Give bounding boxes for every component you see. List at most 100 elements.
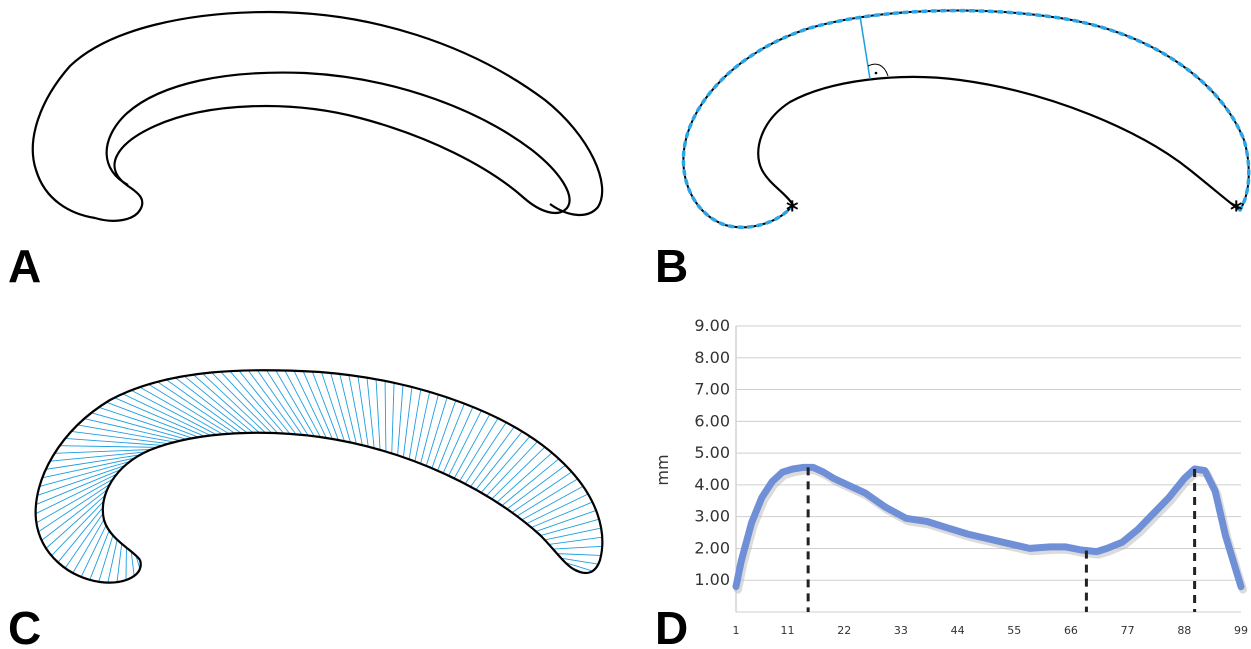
y-tick-label: 9.00 xyxy=(694,316,730,335)
outer-contour-points-b xyxy=(681,8,1251,230)
thickness-line xyxy=(106,401,199,438)
thickness-line xyxy=(475,431,523,490)
thickness-line xyxy=(437,403,465,471)
thickness-line xyxy=(526,493,589,525)
thickness-line xyxy=(453,414,491,479)
thickness-line xyxy=(256,369,303,436)
outer-contour-a xyxy=(31,10,604,222)
thickness-line xyxy=(54,449,152,454)
y-tick-label: 5.00 xyxy=(694,443,730,462)
thickness-line xyxy=(72,519,105,574)
y-tick-label: 6.00 xyxy=(694,411,730,430)
y-tick-label: 3.00 xyxy=(694,507,730,526)
y-tick-label: 7.00 xyxy=(694,380,730,399)
thickness-line xyxy=(321,371,345,442)
thickness-line xyxy=(480,436,531,494)
thickness-line xyxy=(42,457,136,479)
thickness-line xyxy=(391,382,395,454)
thickness-line xyxy=(45,495,106,549)
thickness-line xyxy=(486,441,538,497)
thickness-line xyxy=(65,437,163,446)
y-tick-label: 1.00 xyxy=(694,570,730,589)
thickness-line xyxy=(122,393,211,436)
endpoint-marker-right-b: * xyxy=(1230,196,1243,224)
thickness-line xyxy=(521,485,584,521)
panel-a: A xyxy=(8,10,604,292)
x-tick-label: 33 xyxy=(894,624,908,637)
thickness-line xyxy=(49,451,146,462)
thickness-line xyxy=(448,410,482,476)
thickness-line xyxy=(552,545,603,550)
thickness-line xyxy=(35,469,122,505)
thickness-line xyxy=(38,483,111,533)
thickness-line xyxy=(59,445,157,448)
outer-contour-c xyxy=(34,369,604,584)
y-axis-label: mm xyxy=(653,454,672,485)
thickness-line xyxy=(506,464,566,510)
right-angle-dot-b xyxy=(874,71,878,75)
thickness-line xyxy=(348,374,363,446)
thickness-line xyxy=(366,377,375,449)
thickness-line xyxy=(183,375,254,434)
thickness-line xyxy=(339,373,357,444)
endpoint-marker-left-b: * xyxy=(786,196,799,224)
thickness-line xyxy=(384,381,387,452)
thickness-line xyxy=(107,539,118,583)
thickness-line xyxy=(35,473,117,515)
thickness-line xyxy=(77,424,175,443)
thickness-line xyxy=(330,372,351,443)
panel-b: * * B xyxy=(655,8,1251,292)
thickness-line xyxy=(166,379,242,434)
thickness-line xyxy=(229,370,285,434)
thickness-line xyxy=(293,370,327,439)
thickness-line xyxy=(425,397,448,467)
thickness-line xyxy=(211,372,272,434)
panel-label-d: D xyxy=(655,602,688,649)
x-tick-label: 99 xyxy=(1234,624,1248,637)
thickness-line xyxy=(311,371,339,441)
thickness-line xyxy=(238,370,291,435)
thickness-line xyxy=(402,387,413,458)
x-tick-label: 55 xyxy=(1007,624,1021,637)
thickness-line xyxy=(565,562,593,572)
thickness-line xyxy=(39,461,131,487)
thickness-line xyxy=(148,383,230,435)
thickness-line xyxy=(130,551,135,577)
perpendicular-line-b xyxy=(859,15,871,80)
thickness-line xyxy=(41,489,108,541)
series-shadow xyxy=(734,466,1247,594)
inner-contour-c xyxy=(101,431,576,571)
thickness-line xyxy=(64,513,104,569)
thickness-line xyxy=(284,370,321,438)
thickness-line xyxy=(247,370,297,435)
thickness-line xyxy=(408,389,422,460)
thickness-line xyxy=(57,507,104,563)
thickness-lines-c xyxy=(35,369,603,583)
panel-label-c: C xyxy=(8,602,41,649)
thickness-line xyxy=(51,501,104,557)
thickness-line xyxy=(442,406,474,474)
thickness-line xyxy=(544,527,602,541)
thickness-line xyxy=(80,525,107,578)
thickness-line xyxy=(540,518,600,536)
thickness-line xyxy=(89,530,110,581)
thickness-line xyxy=(397,384,404,456)
thickness-line xyxy=(84,418,181,442)
thickness-line xyxy=(91,412,187,440)
thickness-line xyxy=(459,418,499,482)
thickness-line xyxy=(220,371,279,434)
thickness-line xyxy=(130,389,217,436)
x-tick-label: 88 xyxy=(1177,624,1191,637)
thickness-line xyxy=(496,452,553,503)
y-tick-label: 2.00 xyxy=(694,538,730,557)
inner-contour-b xyxy=(757,75,1241,211)
thickness-line xyxy=(501,458,560,506)
thickness-line xyxy=(470,426,515,488)
thickness-line xyxy=(98,406,193,439)
thickness-line xyxy=(193,374,260,434)
thickness-line xyxy=(511,471,572,513)
y-tick-label: 8.00 xyxy=(694,348,730,367)
thickness-line xyxy=(548,536,603,545)
